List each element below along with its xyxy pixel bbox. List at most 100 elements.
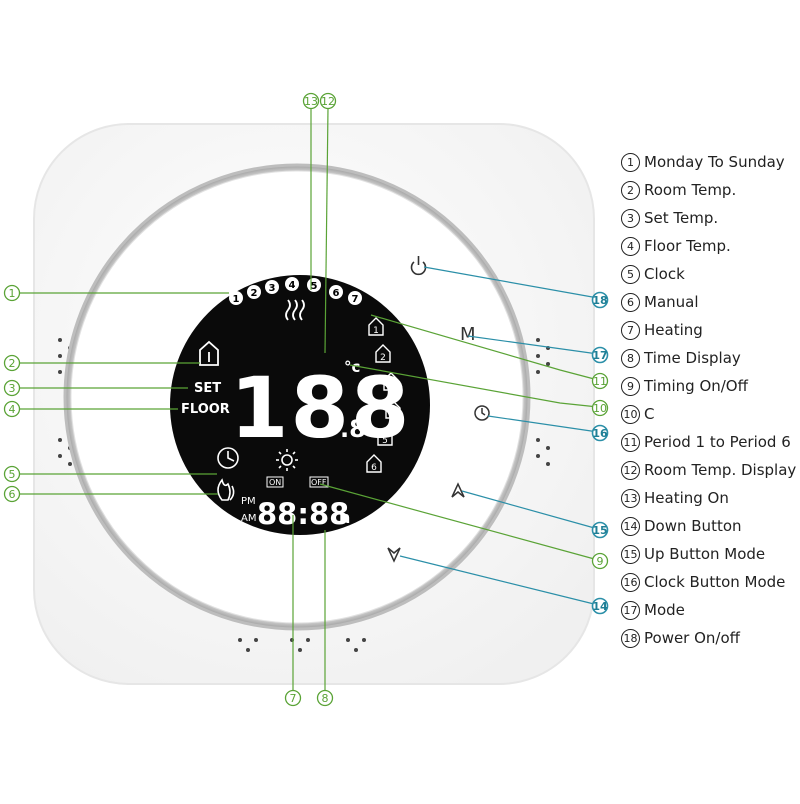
period-number: 3: [388, 381, 394, 391]
day-number: 4: [289, 280, 296, 291]
legend-number: 14: [621, 516, 640, 536]
legend-number: 17: [621, 600, 640, 620]
day-indicator-circle: [348, 291, 362, 305]
day-number: 7: [352, 294, 359, 305]
callout-circle: [591, 597, 609, 615]
callout-number: 16: [592, 427, 608, 440]
up-arrow-icon[interactable]: [451, 482, 465, 498]
callout-circle: [3, 379, 21, 397]
legend-number: 2: [621, 180, 640, 200]
legend-text: Time Display: [644, 349, 741, 367]
callout-number: 8: [322, 692, 329, 705]
lcd-display: [170, 275, 430, 535]
hour-unit: h: [339, 508, 350, 527]
on-box: [266, 476, 284, 488]
callout-circle: [591, 291, 609, 309]
callout-circle: [3, 354, 21, 372]
callout-number: 3: [9, 382, 16, 395]
heat-waves-icon: [285, 299, 305, 321]
legend-text: Power On/off: [644, 629, 740, 647]
legend-number: 12: [621, 460, 640, 480]
room-temp-display: 188: [230, 359, 411, 457]
callout-number: 14: [592, 600, 608, 613]
clock-button-icon[interactable]: [474, 405, 490, 421]
callout-circle: [3, 400, 21, 418]
legend-number: 4: [621, 236, 640, 256]
legend-text: Room Temp.: [644, 181, 737, 199]
callout-number: 7: [290, 692, 297, 705]
clock-icon: [217, 447, 239, 469]
mode-button[interactable]: M: [460, 324, 476, 345]
day-number: 2: [251, 288, 258, 299]
day-indicator-circle: [247, 285, 261, 299]
floor-label: FLOOR: [181, 402, 230, 417]
off-box: [309, 476, 329, 488]
legend-number: 11: [621, 432, 640, 452]
legend-text: Clock: [644, 265, 685, 283]
off-label: OFF: [311, 478, 327, 487]
callout-circle: [302, 92, 320, 110]
callout-number: 5: [9, 468, 16, 481]
day-number: 6: [333, 288, 340, 299]
callout-circle: [591, 399, 609, 417]
flame-icon: [217, 478, 235, 501]
day-number: 5: [311, 281, 318, 292]
period-house-icon: [368, 317, 384, 336]
set-label: SET: [194, 381, 221, 396]
period-house-icon: [366, 454, 382, 473]
legend-number: 5: [621, 264, 640, 284]
callout-circle: [591, 521, 609, 539]
down-arrow-icon[interactable]: [387, 547, 401, 563]
day-indicator-circle: [265, 280, 279, 294]
period-house-icon: [377, 427, 393, 446]
period-number: 4: [390, 409, 396, 419]
legend-number: 18: [621, 628, 640, 648]
legend-text: Heating: [644, 321, 703, 339]
room-temp-decimal: .8: [340, 415, 366, 443]
power-icon[interactable]: [410, 256, 427, 276]
house-icon: [199, 340, 219, 366]
legend-number: 6: [621, 292, 640, 312]
period-house-icon: [385, 400, 401, 419]
callout-number: 18: [592, 294, 607, 307]
legend-text: C: [644, 405, 655, 423]
legend-text: Heating On: [644, 489, 729, 507]
legend-text: Mode: [644, 601, 685, 619]
legend-number: 7: [621, 320, 640, 340]
callout-number: 2: [9, 357, 16, 370]
callout-number: 6: [9, 488, 16, 501]
period-number: 6: [371, 463, 377, 473]
callout-number: 11: [593, 375, 607, 388]
callout-number: 10: [593, 402, 607, 415]
legend-text: Up Button Mode: [644, 545, 766, 563]
sun-icon: [276, 449, 298, 471]
legend-number: 15: [621, 544, 640, 564]
legend-text: Clock Button Mode: [644, 573, 786, 591]
legend-number: 8: [621, 348, 640, 368]
legend-number: 9: [621, 376, 640, 396]
on-label: ON: [269, 478, 281, 487]
callout-number: 17: [592, 349, 607, 362]
period-house-icon: [375, 344, 391, 363]
callout-number: 4: [9, 403, 16, 416]
callout-number: 1: [9, 287, 16, 300]
callout-circle: [591, 372, 609, 390]
callout-number: 13: [304, 95, 318, 108]
callout-circle: [591, 424, 609, 442]
